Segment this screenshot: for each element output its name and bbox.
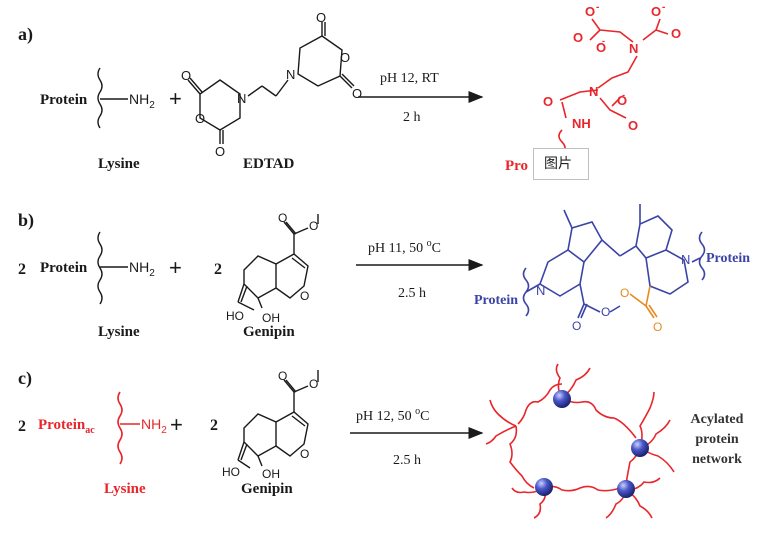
image-tooltip[interactable]: 图片 <box>533 148 589 180</box>
c-genipin-caption: Genipin <box>241 481 293 497</box>
b-plus-sign: + <box>169 255 182 280</box>
svg-text:OH: OH <box>262 467 280 481</box>
svg-text:O: O <box>585 4 595 19</box>
svg-text:N: N <box>237 91 246 106</box>
c-plus-sign: + <box>170 412 183 437</box>
svg-text:N: N <box>629 41 638 56</box>
svg-text:O: O <box>543 94 553 109</box>
b-genipin-caption: Genipin <box>243 324 295 340</box>
svg-text:O: O <box>309 377 318 391</box>
c-protein-wavy-chain <box>117 391 123 465</box>
svg-text:O: O <box>596 40 606 55</box>
b-protein-label: Protein <box>40 260 88 276</box>
c-condition-top: pH 12, 50 oC <box>356 406 429 424</box>
c-protein-label: Proteinac <box>38 417 95 436</box>
panel-c-label: c) <box>18 368 32 389</box>
crosslink-sphere <box>617 480 635 498</box>
svg-text:N: N <box>536 283 545 298</box>
svg-text:O: O <box>278 211 287 225</box>
b-product-protein-right: Protein <box>706 251 750 266</box>
c-condition-bottom: 2.5 h <box>393 453 421 468</box>
svg-text:O: O <box>651 4 661 19</box>
svg-text:-: - <box>622 90 625 100</box>
b-product-protein-left: Protein <box>474 293 518 308</box>
svg-text:O: O <box>628 118 638 133</box>
svg-text:OH: OH <box>262 311 280 325</box>
network-caption-line2: protein <box>695 432 739 447</box>
svg-text:O: O <box>300 289 309 303</box>
svg-text:NH: NH <box>572 116 591 131</box>
svg-text:O: O <box>195 111 205 126</box>
c-coefficient-2: 2 <box>210 417 218 434</box>
b-lysine-caption: Lysine <box>98 324 140 340</box>
svg-text:N: N <box>681 252 690 267</box>
b-amine-label: NH2 <box>129 259 155 279</box>
svg-text:HO: HO <box>222 465 240 479</box>
a-product-protein-label: Pro <box>505 158 528 174</box>
c-amine-label: NH2 <box>141 416 167 436</box>
b-protein-wavy-chain <box>97 231 103 305</box>
b-coefficient-1: 2 <box>18 261 26 278</box>
svg-text:O: O <box>340 50 350 65</box>
a-product-structure: O - O - O O - N O N O NH O - O Pro <box>505 2 681 174</box>
b-product-structure: N N O O O O Protein Protein <box>474 204 750 334</box>
svg-text:O: O <box>278 369 287 383</box>
a-protein-wavy-chain <box>97 67 103 129</box>
crosslink-sphere <box>535 478 553 496</box>
crosslink-sphere <box>553 390 571 408</box>
crosslink-sphere <box>631 439 649 457</box>
svg-text:N: N <box>286 67 295 82</box>
svg-text:O: O <box>181 68 191 83</box>
svg-text:O: O <box>309 219 318 233</box>
a-condition-bottom: 2 h <box>403 110 421 125</box>
panel-b: b) 2 Protein NH2 + Lysine 2 O O O HO OH <box>18 204 750 340</box>
acylated-protein-network <box>485 363 675 519</box>
svg-text:-: - <box>602 36 605 46</box>
svg-text:-: - <box>596 2 599 13</box>
a-condition-top: pH 12, RT <box>380 71 439 86</box>
svg-text:O: O <box>653 320 662 334</box>
panel-a-label: a) <box>18 24 33 45</box>
a-plus-sign: + <box>169 86 182 111</box>
svg-text:O: O <box>215 144 225 159</box>
svg-text:O: O <box>316 10 326 25</box>
svg-text:O: O <box>601 305 610 319</box>
a-lysine-caption: Lysine <box>98 156 140 172</box>
panel-c: c) 2 Proteinac NH2 + Lysine 2 O O O HO O… <box>18 363 744 519</box>
b-condition-bottom: 2.5 h <box>398 286 426 301</box>
c-coefficient-1: 2 <box>18 418 26 435</box>
a-amine-label: NH2 <box>129 91 155 111</box>
svg-text:HO: HO <box>226 309 244 323</box>
a-edtad-caption: EDTAD <box>243 156 295 172</box>
svg-text:O: O <box>671 26 681 41</box>
b-genipin-structure: O O O HO OH <box>226 211 319 325</box>
b-coefficient-2: 2 <box>214 261 222 278</box>
c-lysine-caption: Lysine <box>104 481 146 497</box>
network-caption-line3: network <box>692 452 742 467</box>
panel-a: a) Protein NH2 + Lysine O O <box>18 2 681 174</box>
svg-text:O: O <box>573 30 583 45</box>
svg-text:O: O <box>572 319 581 333</box>
panel-b-label: b) <box>18 210 34 231</box>
svg-text:N: N <box>589 84 598 99</box>
network-caption-line1: Acylated <box>691 412 744 427</box>
svg-text:O: O <box>300 447 309 461</box>
b-condition-top: pH 11, 50 oC <box>368 238 441 256</box>
svg-text:O: O <box>617 93 627 108</box>
c-genipin-structure: O O O HO OH <box>222 369 319 481</box>
edtad-structure: O O O N N O O O <box>181 10 362 159</box>
svg-text:O: O <box>620 286 629 300</box>
a-protein-label: Protein <box>40 92 88 108</box>
svg-text:O: O <box>352 86 362 101</box>
svg-text:-: - <box>662 2 665 13</box>
